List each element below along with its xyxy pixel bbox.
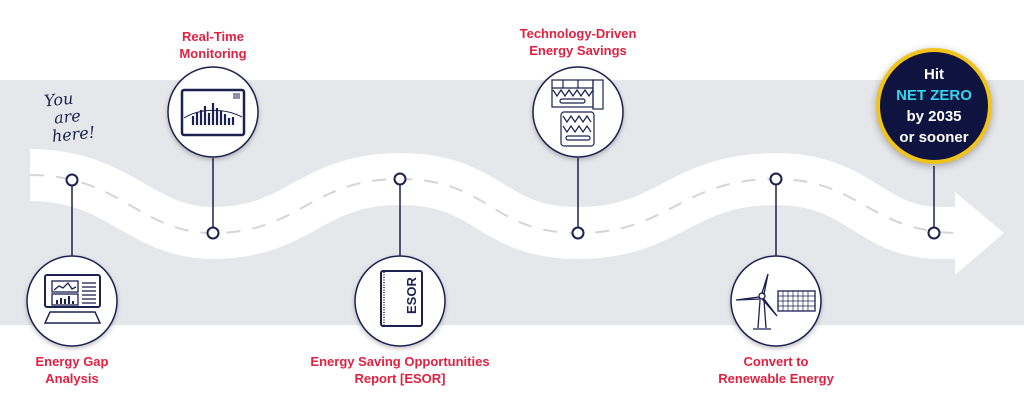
- label-line: Energy Savings: [529, 43, 627, 58]
- goal-line: Hit: [924, 66, 944, 83]
- computer-dashboard-icon: [43, 274, 102, 324]
- goal-line: or sooner: [899, 129, 969, 146]
- net-zero-goal-badge: Hit NET ZERO by 2035 or sooner: [876, 48, 992, 164]
- goal-line: by 2035: [906, 108, 962, 125]
- label-line: Analysis: [45, 371, 99, 386]
- label-line: Renewable Energy: [718, 371, 834, 386]
- connectors: [71, 158, 935, 256]
- report-book-label: ESOR: [404, 277, 419, 314]
- label-line: Report [ESOR]: [354, 371, 446, 386]
- goal-highlight: NET ZERO: [896, 87, 972, 104]
- label-line: Technology-Driven: [519, 26, 637, 41]
- road: [29, 149, 960, 260]
- monitoring-chart-icon: [180, 88, 246, 137]
- label-line: Energy Gap: [35, 354, 109, 369]
- road-centerline: [29, 174, 961, 235]
- step-label-energy-gap: Energy Gap Analysis: [36, 353, 109, 387]
- label-line: Monitoring: [179, 46, 247, 61]
- step-circle-renewable: [730, 255, 822, 347]
- road-arrow-head: [955, 192, 1004, 275]
- hvac-equipment-icon: [551, 79, 604, 147]
- step-label-renewable: Convert to Renewable Energy: [718, 353, 834, 387]
- label-line: Energy Saving Opportunities: [310, 354, 490, 369]
- you-are-here-annotation: You are here!: [43, 88, 96, 147]
- label-line: Real-Time: [182, 29, 244, 44]
- report-book-icon: ESOR: [380, 270, 423, 327]
- label-line: Convert to: [743, 354, 809, 369]
- wind-solar-icon: [735, 273, 816, 330]
- step-label-technology: Technology-Driven Energy Savings: [520, 25, 637, 59]
- step-label-esor: Energy Saving Opportunities Report [ESOR…: [310, 353, 489, 387]
- step-label-monitoring: Real-Time Monitoring: [179, 28, 246, 62]
- milestone-dots: [65, 172, 941, 240]
